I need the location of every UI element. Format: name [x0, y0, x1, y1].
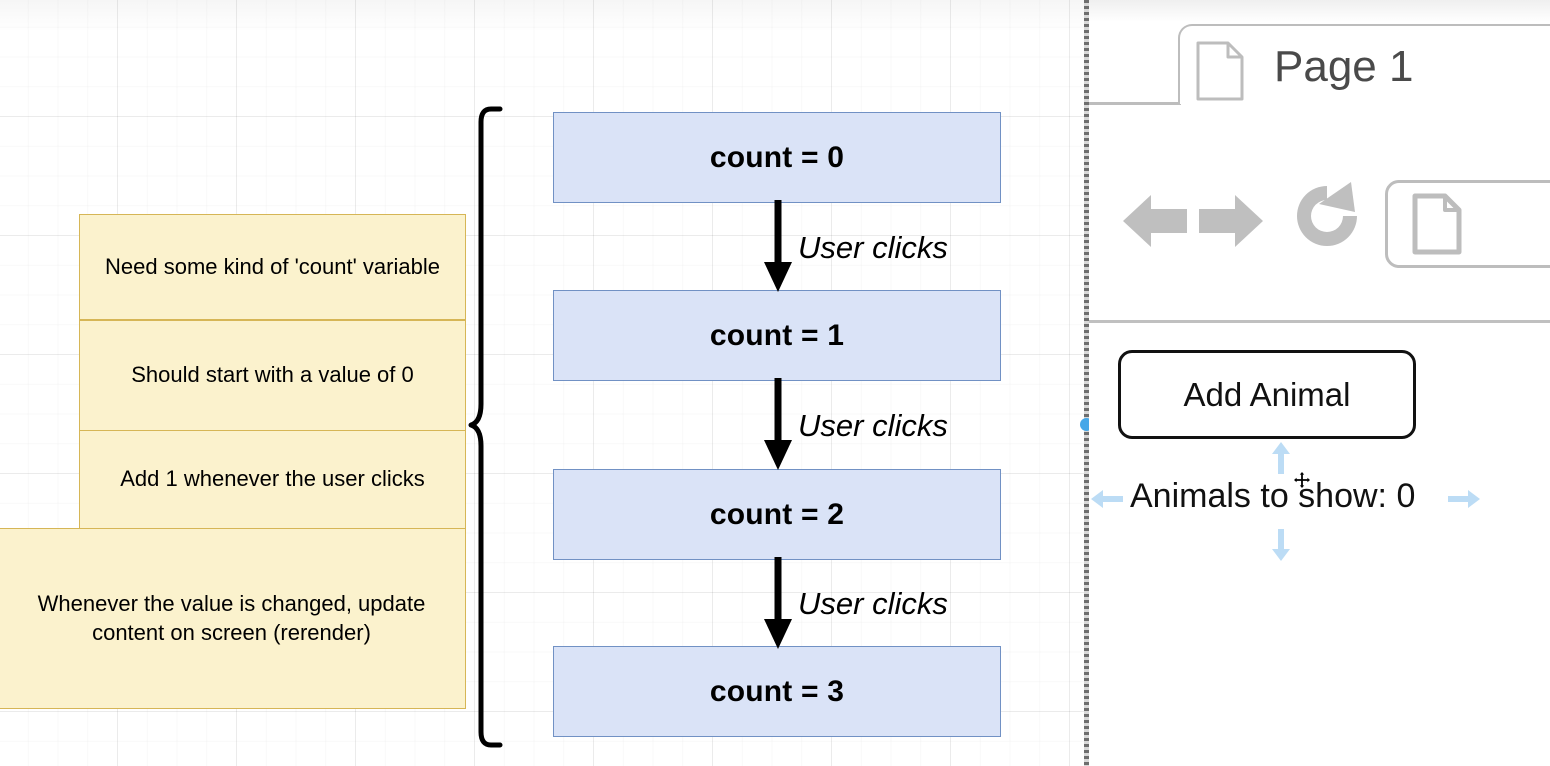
edge-label-user-clicks-1[interactable]: User clicks [798, 230, 948, 266]
flow-box-count-0[interactable]: count = 0 [553, 112, 1001, 203]
add-animal-button[interactable]: Add Animal [1118, 350, 1416, 439]
flow-box-label: count = 3 [709, 674, 845, 708]
arrow-up-icon[interactable] [1271, 441, 1291, 475]
flow-box-label: count = 2 [709, 497, 845, 531]
browser-tab-title: Page 1 [1274, 42, 1414, 91]
note-text: Add 1 whenever the user clicks [120, 466, 425, 492]
move-cursor-icon [1294, 472, 1310, 488]
edge-label-user-clicks-2[interactable]: User clicks [798, 408, 948, 444]
flow-arrow-3-icon [764, 557, 792, 649]
flow-box-count-1[interactable]: count = 1 [553, 290, 1001, 381]
canvas-top-shade [0, 0, 1086, 32]
url-bar[interactable] [1385, 180, 1550, 268]
flow-box-label: count = 0 [709, 140, 845, 174]
back-arrow-icon[interactable] [1119, 185, 1191, 257]
curly-brace [468, 106, 503, 748]
preview-top-shade [1089, 0, 1550, 22]
arrow-right-icon[interactable] [1447, 489, 1481, 509]
flow-arrow-1-icon [764, 200, 792, 292]
add-animal-button-label: Add Animal [1183, 375, 1351, 413]
diagram-canvas[interactable]: Need some kind of 'count' variable Shoul… [0, 0, 1086, 766]
note-text: Whenever the value is changed, update co… [37, 591, 426, 645]
flow-arrow-2-icon [764, 378, 792, 470]
flow-box-count-2[interactable]: count = 2 [553, 469, 1001, 560]
reload-icon[interactable] [1289, 178, 1365, 254]
edge-label-user-clicks-3[interactable]: User clicks [798, 586, 948, 622]
toolbar-separator [1089, 320, 1550, 323]
note-text: Should start with a value of 0 [131, 362, 414, 388]
tab-strip-baseline [1089, 102, 1181, 105]
note-count-variable[interactable]: Need some kind of 'count' variable [79, 214, 466, 320]
edge-label-text: User clicks [798, 230, 948, 265]
animals-to-show-label[interactable]: Animals to show: 0 [1130, 477, 1416, 515]
note-add-one[interactable]: Add 1 whenever the user clicks [79, 430, 466, 529]
note-text: Need some kind of 'count' variable [105, 253, 440, 279]
edge-label-text: User clicks [798, 586, 948, 621]
arrow-down-icon[interactable] [1271, 528, 1291, 562]
arrow-left-icon[interactable] [1090, 489, 1124, 509]
panel-split-divider[interactable] [1084, 0, 1089, 766]
flow-box-count-3[interactable]: count = 3 [553, 646, 1001, 737]
forward-arrow-icon[interactable] [1195, 185, 1267, 257]
browser-preview-panel: Page 1 Add An [1089, 0, 1550, 766]
edge-label-text: User clicks [798, 408, 948, 443]
flow-box-label: count = 1 [709, 318, 845, 352]
note-rerender[interactable]: Whenever the value is changed, update co… [0, 528, 466, 709]
urlbar-document-icon [1411, 192, 1463, 256]
note-start-value[interactable]: Should start with a value of 0 [79, 320, 466, 431]
tab-document-icon [1195, 40, 1245, 102]
